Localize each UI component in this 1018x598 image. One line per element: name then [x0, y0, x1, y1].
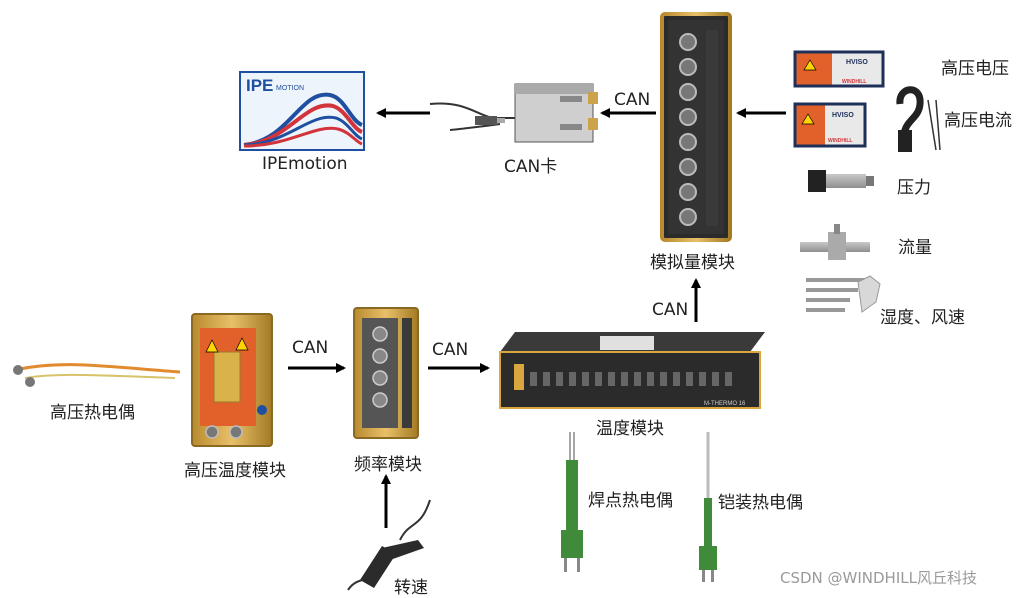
hv-temp-module-device [191, 313, 273, 447]
svg-text:WINDHILL: WINDHILL [828, 138, 852, 144]
svg-text:WINDHILL: WINDHILL [842, 79, 866, 85]
flow-label: 流量 [898, 238, 932, 258]
watermark: CSDN @WINDHILL风丘科技 [780, 569, 977, 587]
can-label-vertical: CAN [652, 300, 689, 320]
can-card-label: CAN卡 [504, 157, 558, 177]
armored-thermocouple-device [699, 432, 717, 582]
analog-module-device [660, 12, 732, 242]
svg-text:M-THERMO 16: M-THERMO 16 [704, 401, 746, 407]
hv-thermocouple-device [13, 363, 181, 387]
freq-module-device [353, 307, 419, 439]
pressure-sensor [808, 170, 874, 192]
ipemotion-label: IPEmotion [262, 154, 348, 174]
weld-thermocouple-label: 焊点热电偶 [588, 491, 673, 511]
svg-text:HVISO: HVISO [832, 112, 854, 119]
can-label-hv-freq: CAN [292, 338, 329, 358]
flow-sensor [800, 224, 870, 260]
freq-module-label: 频率模块 [354, 455, 422, 475]
analog-module-label: 模拟量模块 [650, 253, 735, 273]
svg-text:HVISO: HVISO [846, 59, 868, 66]
speed-label: 转速 [394, 578, 428, 598]
armored-thermocouple-label: 铠装热电偶 [718, 493, 803, 513]
weld-thermocouple-device [561, 432, 583, 572]
hv-temp-module-label: 高压温度模块 [184, 461, 286, 481]
can-label-freq-temp: CAN [432, 340, 469, 360]
ipemotion-logo: IPE MOTION [239, 71, 365, 151]
hv-thermocouple-label: 高压热电偶 [50, 403, 135, 423]
can-label-top: CAN [614, 90, 651, 110]
hv-voltage-label: 高压电压 [941, 59, 1009, 79]
speed-sensor-device [347, 499, 431, 591]
logo-text: IPE [246, 76, 273, 95]
humidity-wind-sensors [806, 275, 881, 313]
hv-current-device: HVISO WINDHILL [793, 86, 941, 152]
hv-current-label: 高压电流 [944, 111, 1012, 131]
temp-module-label: 温度模块 [596, 419, 664, 439]
logo-sub: MOTION [276, 85, 304, 92]
can-card-device [429, 83, 598, 143]
pressure-label: 压力 [897, 178, 931, 198]
hv-voltage-device: HVISO WINDHILL [793, 50, 885, 88]
temp-module-device: M-THERMO 16 [499, 332, 765, 409]
humidity-wind-label: 湿度、风速 [880, 308, 965, 328]
